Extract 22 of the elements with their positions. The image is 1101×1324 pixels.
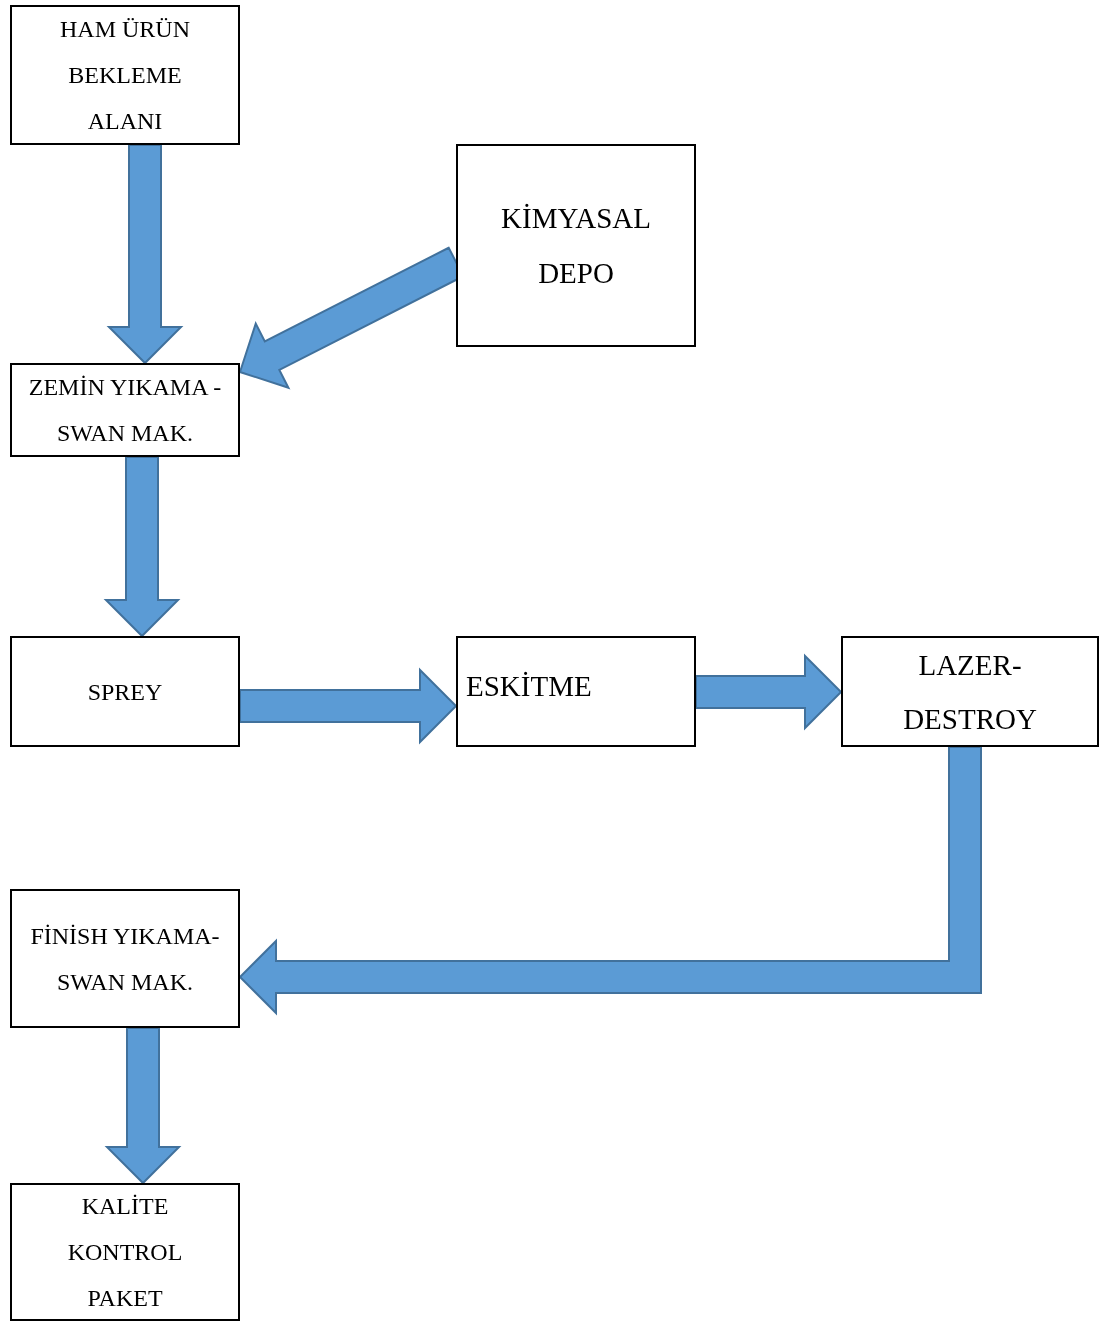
block-arrow xyxy=(238,746,982,1016)
box-label: FİNİSH YIKAMA-SWAN MAK. xyxy=(29,921,221,997)
block-arrow xyxy=(103,456,181,638)
block-arrow xyxy=(239,667,458,745)
box-label: LAZER-DESTROY xyxy=(902,647,1038,737)
process-box xyxy=(10,889,240,1028)
box-label: ZEMİN YIKAMA -SWAN MAK. xyxy=(27,373,223,448)
process-box xyxy=(10,636,240,747)
block-arrow xyxy=(695,653,843,731)
process-box xyxy=(10,1183,240,1321)
process-box xyxy=(841,636,1099,747)
box-label: KALİTE KONTROL PAKET xyxy=(66,1192,184,1313)
box-label: HAM ÜRÜN BEKLEME ALANI xyxy=(59,15,191,136)
box-label: ESKİTME xyxy=(466,669,592,704)
process-box xyxy=(10,5,240,145)
block-arrow xyxy=(104,1027,182,1185)
process-box xyxy=(456,144,696,347)
block-arrow xyxy=(106,144,184,365)
box-label: SPREY xyxy=(87,677,163,707)
process-box xyxy=(10,363,240,457)
process-box xyxy=(456,636,696,747)
box-label: KİMYASAL DEPO xyxy=(500,200,652,291)
